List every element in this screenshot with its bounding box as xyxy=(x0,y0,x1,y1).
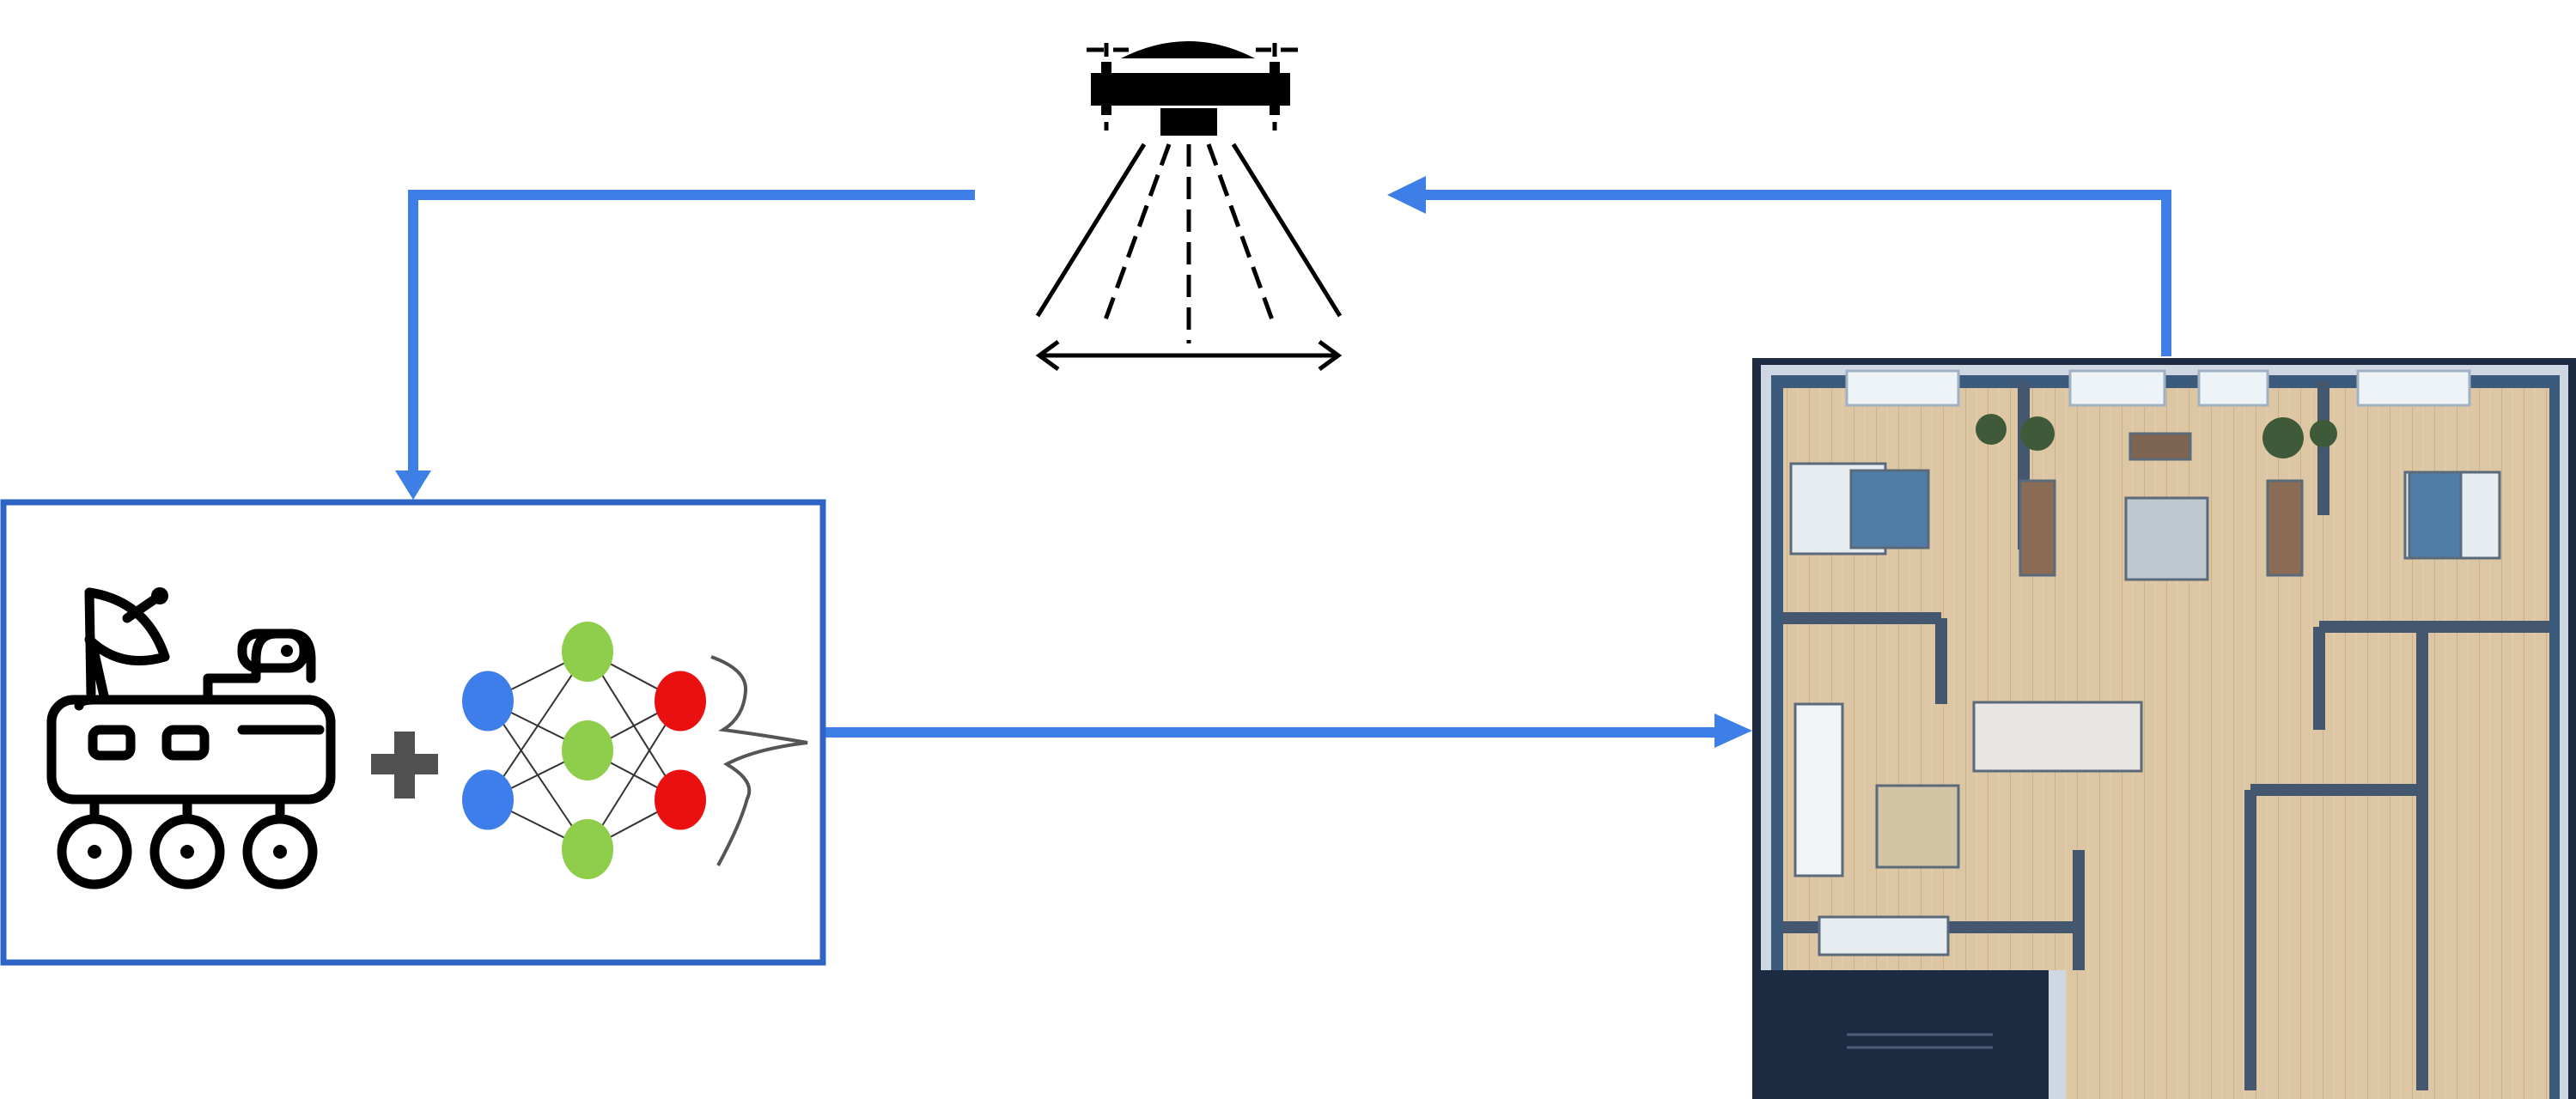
arrowhead-right xyxy=(1714,713,1752,748)
hidden-node xyxy=(562,720,613,780)
arrow-sensor-to-agent xyxy=(395,190,975,500)
neural-network-icon xyxy=(462,622,706,879)
floor-plan-map-icon xyxy=(1752,358,2576,1099)
network-nodes xyxy=(462,622,706,879)
hidden-node xyxy=(562,819,613,879)
rover-robot-icon xyxy=(46,587,336,890)
network-edge xyxy=(487,651,588,801)
hidden-node xyxy=(562,622,613,682)
signal-wave-icon xyxy=(710,655,808,866)
input-node xyxy=(462,671,514,732)
output-node xyxy=(655,671,706,732)
input-node xyxy=(462,769,514,830)
arrow-map-to-sensor xyxy=(1387,176,2171,356)
overhead-sensor-icon xyxy=(1035,41,1343,372)
arrowhead-down xyxy=(395,471,431,500)
output-node xyxy=(655,769,706,830)
network-edge xyxy=(587,700,681,850)
arrow-agent-to-map xyxy=(825,713,1752,748)
plus-icon xyxy=(371,732,438,798)
arrowhead-left xyxy=(1387,176,1426,214)
